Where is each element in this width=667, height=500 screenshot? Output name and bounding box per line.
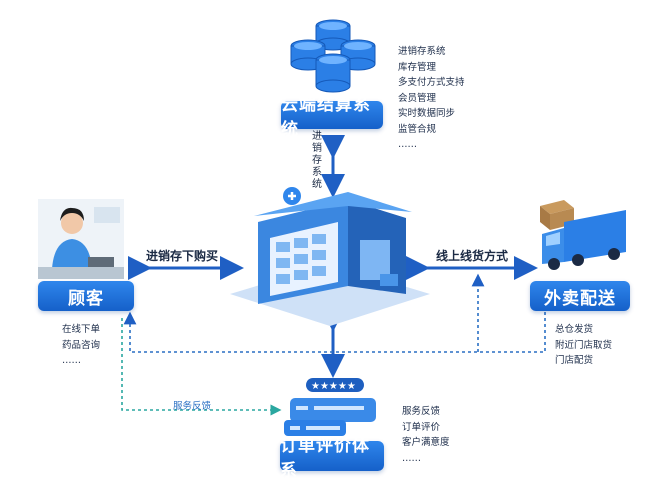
customer-feature-list: 在线下单 药品咨询 …… (62, 322, 100, 369)
store-cloud-label-text: 进销存系统 (312, 131, 322, 190)
list-item: 进销存系统 (398, 46, 446, 57)
list-item: …… (398, 139, 417, 150)
list-item: 会员管理 (398, 92, 437, 104)
svg-text:★★★★★: ★★★★★ (311, 381, 356, 392)
delivery-title: 外卖配送 (530, 281, 630, 311)
delivery-truck-icon (540, 200, 626, 270)
review-feature-list: 服务反馈 订单评价 客户满意度 …… (402, 404, 450, 466)
list-item: …… (62, 355, 81, 366)
delivery-customer-dotted (123, 311, 546, 353)
store-delivery-label: 线上线货方式 (436, 249, 509, 263)
list-item: 药品咨询 (62, 339, 101, 351)
list-item: 多支付方式支持 (398, 77, 465, 88)
pharmacy-store-icon (230, 187, 430, 326)
review-feedback-label: 服务反馈 (173, 401, 212, 412)
cloud-feature-list: 进销存系统 库存管理 多支付方式支持 会员管理 实时数据同步 监管合规 …… (398, 44, 465, 153)
customer-title: 顾客 (38, 281, 134, 311)
list-item: 门店配货 (555, 355, 594, 366)
list-item: 库存管理 (398, 61, 437, 73)
list-item: 在线下单 (62, 324, 101, 335)
review-title: 订单评价体系 (280, 436, 384, 481)
customer-review-dotted (121, 318, 282, 416)
server-stack-icon (290, 19, 376, 93)
list-item: 附近门店取货 (555, 339, 613, 351)
list-item: …… (402, 452, 421, 464)
list-item: 实时数据同步 (398, 108, 456, 119)
list-item: 监管合规 (398, 123, 437, 135)
list-item: 客户满意度 (402, 437, 450, 448)
customer-store-label: 进销存下购买 (146, 249, 219, 263)
cloud-system-title: 云端结算系统 (281, 95, 383, 140)
customer-avatar (38, 199, 124, 279)
store-cloud-label: 进销存系统 (311, 131, 323, 191)
list-item: 总仓发货 (555, 324, 594, 335)
list-item: 订单评价 (402, 421, 441, 433)
list-item: 服务反馈 (402, 406, 441, 417)
delivery-feature-list: 总仓发货 附近门店取货 门店配货 (555, 322, 612, 369)
rating-review-icon: ★★★★★ (284, 378, 376, 436)
